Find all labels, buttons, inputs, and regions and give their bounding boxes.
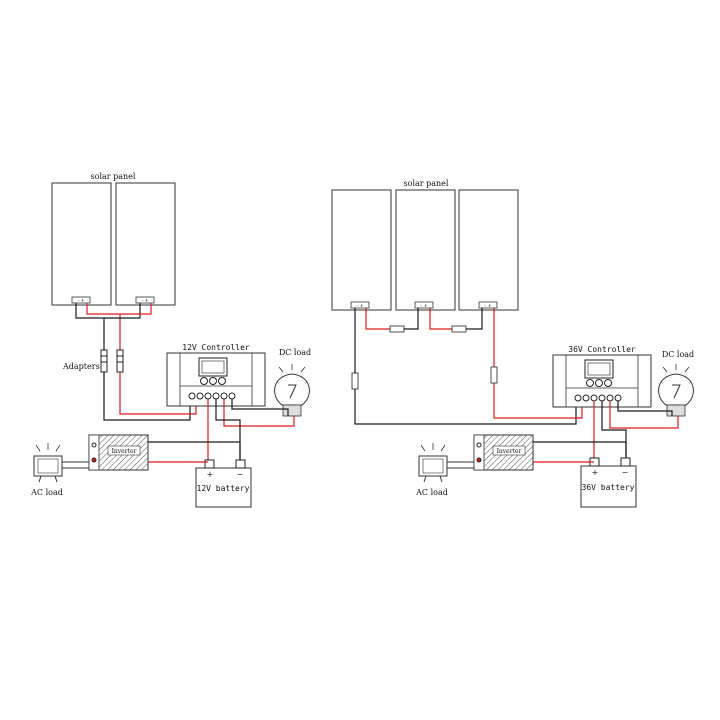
left-battery <box>195 467 252 508</box>
left-load-negative-wire <box>231 399 289 416</box>
right-pv-negative-connector <box>351 372 359 390</box>
left-inverter <box>88 434 149 471</box>
left-battery-positive-terminal <box>204 459 215 469</box>
right-inverter-label: Inverter <box>497 448 522 455</box>
right-series-connector-2 <box>451 325 467 333</box>
left-panel-1-terminals: - + <box>77 298 84 304</box>
right-load-negative-wire <box>617 401 673 416</box>
left-ac-load-tv-icon <box>33 443 63 483</box>
right-pv-positive-wire <box>493 308 583 419</box>
left-dc-load-label: DC load <box>279 348 311 357</box>
right-inverter-negative-wire <box>533 441 627 458</box>
right-load-positive-wire <box>609 401 679 429</box>
right-pv-positive-connector <box>490 366 498 384</box>
right-controller-button-2 <box>595 379 603 387</box>
left-controller <box>166 352 266 407</box>
right-solar-panel-2 <box>395 189 456 311</box>
right-series-link-2b <box>466 308 483 330</box>
right-controller-label: 36V Controller <box>568 345 636 354</box>
right-battery-label: 36V battery <box>582 483 635 492</box>
right-inverter <box>473 434 534 471</box>
left-panel2-negative-wire <box>104 303 141 319</box>
right-panel-1-terminals: - + <box>356 303 363 309</box>
right-ac-load-label: AC load <box>415 488 448 497</box>
left-panel-2-junction-box <box>135 296 155 304</box>
left-controller-label: 12V Controller <box>182 343 250 352</box>
right-battery-plus: + <box>592 468 599 477</box>
left-system: solar panel - + - + Adapters <box>30 172 311 508</box>
right-panel-1-junction-box <box>350 301 370 309</box>
left-ac-load-wire <box>62 461 89 469</box>
left-panel-2-terminals: - + <box>141 298 148 304</box>
right-ac-load-wire <box>447 461 474 469</box>
right-solar-panel-1 <box>331 189 392 311</box>
right-battery-negative-terminal <box>620 457 631 467</box>
right-panel-2-terminals: - + <box>420 303 427 309</box>
right-battery-minus: − <box>622 468 629 477</box>
left-controller-button-3 <box>218 377 226 385</box>
left-solar-panel-1 <box>51 182 112 306</box>
left-inverter-label: Inverter <box>112 448 137 455</box>
left-ac-load-label: AC load <box>30 488 63 497</box>
left-adapters <box>100 349 124 373</box>
right-battery <box>580 465 637 508</box>
right-dc-load-bulb-icon <box>658 364 694 417</box>
right-dc-load-label: DC load <box>662 350 694 359</box>
left-pv-negative-wire <box>103 372 191 421</box>
right-controller-button-1 <box>586 379 594 387</box>
right-battery-negative-wire <box>601 401 627 458</box>
left-inverter-negative-wire <box>148 441 241 460</box>
right-panel-label: solar panel <box>404 179 449 188</box>
left-panel-negative-wire <box>75 303 105 350</box>
left-panel-label: solar panel <box>91 172 136 181</box>
left-solar-panel-2 <box>115 182 176 306</box>
left-adapters-label: Adapters <box>62 362 100 371</box>
left-panel2-positive-wire <box>120 303 152 315</box>
right-panel-3-junction-box <box>478 301 498 309</box>
right-controller <box>552 354 652 408</box>
right-controller-button-3 <box>604 379 612 387</box>
right-pv-negative-wire <box>354 308 577 425</box>
left-controller-button-1 <box>200 377 208 385</box>
right-series-link-1b <box>404 308 419 330</box>
right-panel-2-junction-box <box>414 301 434 309</box>
right-series-link-2 <box>429 308 452 330</box>
left-battery-negative-terminal <box>235 459 246 469</box>
left-controller-button-2 <box>209 377 217 385</box>
right-ac-load-tv-icon <box>418 443 448 483</box>
left-dc-load-bulb-icon <box>274 364 310 417</box>
right-panel-3-terminals: - + <box>484 303 491 309</box>
left-battery-minus: − <box>237 470 244 479</box>
left-pv-positive-wire <box>119 372 197 415</box>
left-load-positive-wire <box>223 399 295 427</box>
right-system: solar panel - + - + - + <box>331 179 694 508</box>
right-series-connector-1 <box>389 325 405 333</box>
right-series-link-1 <box>365 308 390 330</box>
left-panel-1-junction-box <box>71 296 91 304</box>
left-battery-label: 12V battery <box>197 484 250 493</box>
right-solar-panel-3 <box>458 189 519 311</box>
left-panel-positive-wire <box>86 303 121 350</box>
left-battery-plus: + <box>207 470 214 479</box>
left-battery-negative-wire <box>215 399 241 460</box>
